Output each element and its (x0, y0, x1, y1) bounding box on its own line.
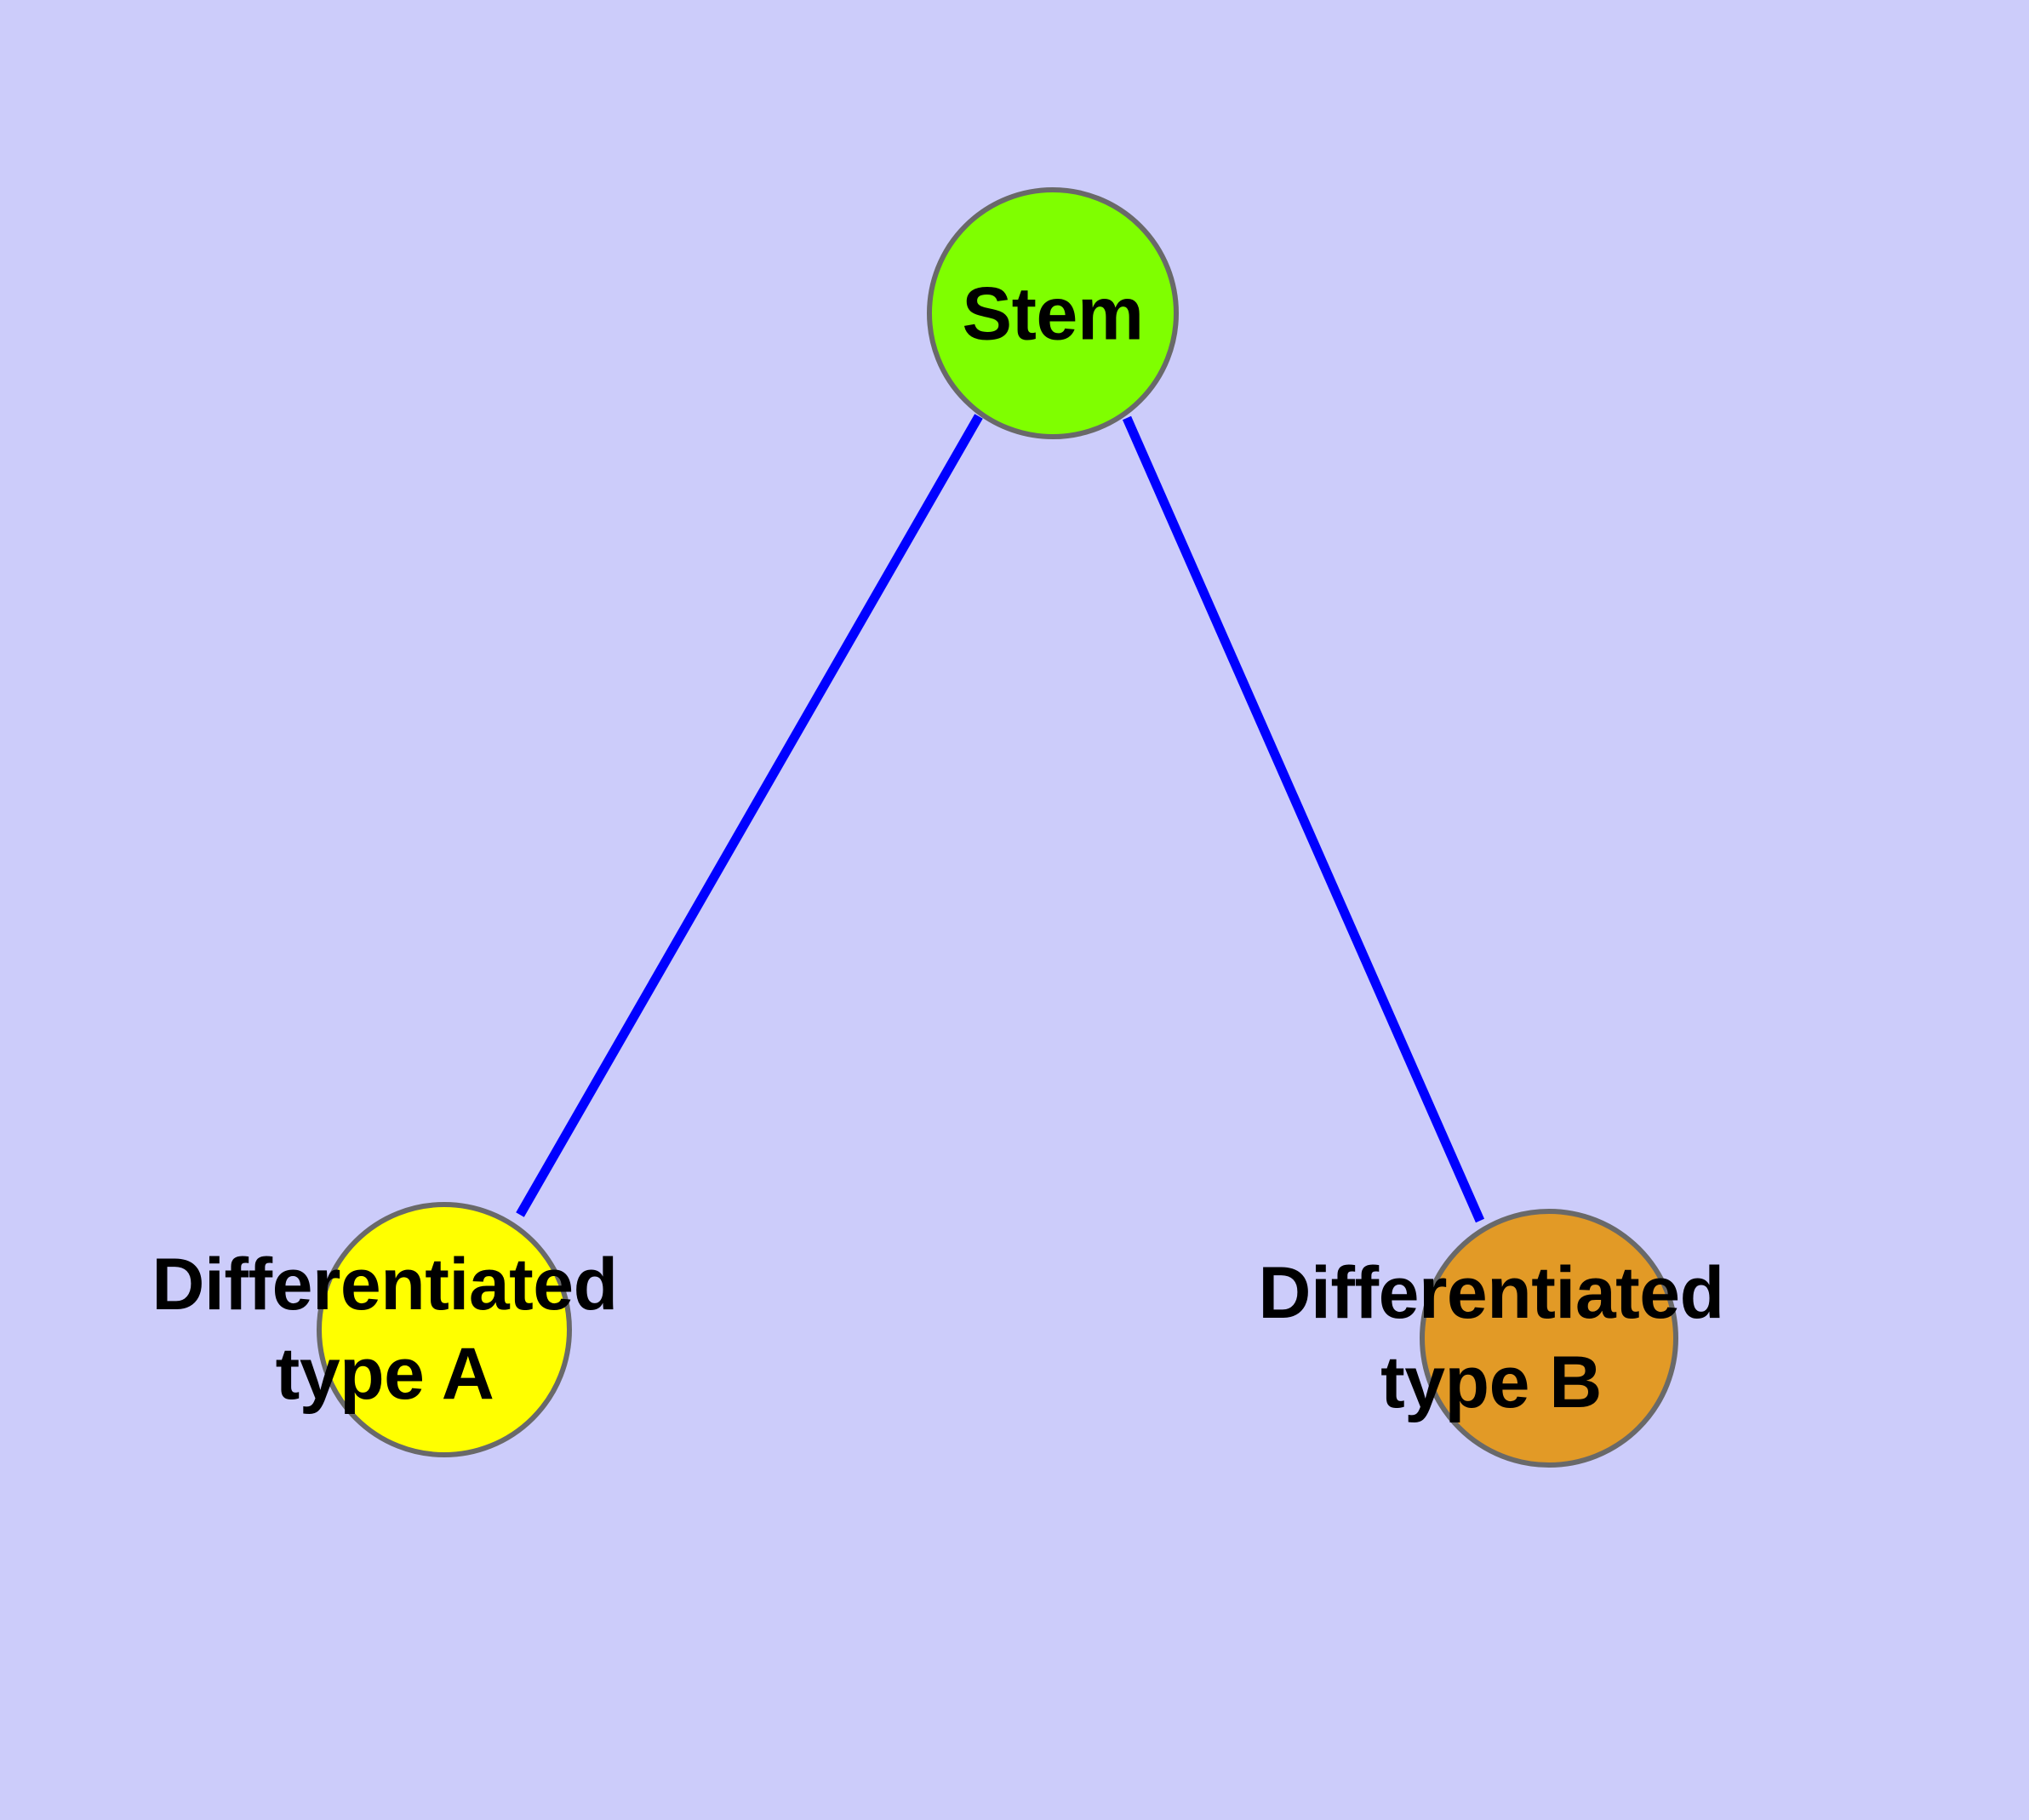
node-circle-diff-a[interactable] (317, 1202, 572, 1457)
edge-stem-to-diff-b[interactable] (1122, 415, 1485, 1223)
node-layer (317, 187, 1678, 1468)
node-circle-stem[interactable] (927, 187, 1179, 439)
node-circle-diff-b[interactable] (1420, 1209, 1678, 1468)
edge-layer (516, 414, 1485, 1223)
edge-stem-to-diff-a[interactable] (516, 414, 983, 1217)
